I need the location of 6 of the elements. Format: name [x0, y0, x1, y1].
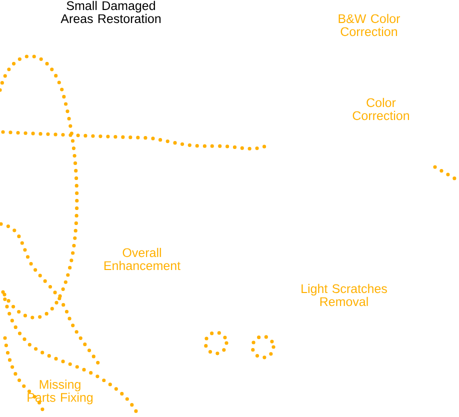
label: B&W Color Correction: [338, 14, 400, 36]
label: Small Damaged Areas Restoration: [60, 0, 161, 24]
label: Light Scratches Removal: [302, 284, 387, 306]
label: Missing Parts Fixing: [28, 380, 93, 404]
label: Color Correction: [352, 98, 409, 120]
label: Overall Enhancement: [104, 248, 180, 270]
